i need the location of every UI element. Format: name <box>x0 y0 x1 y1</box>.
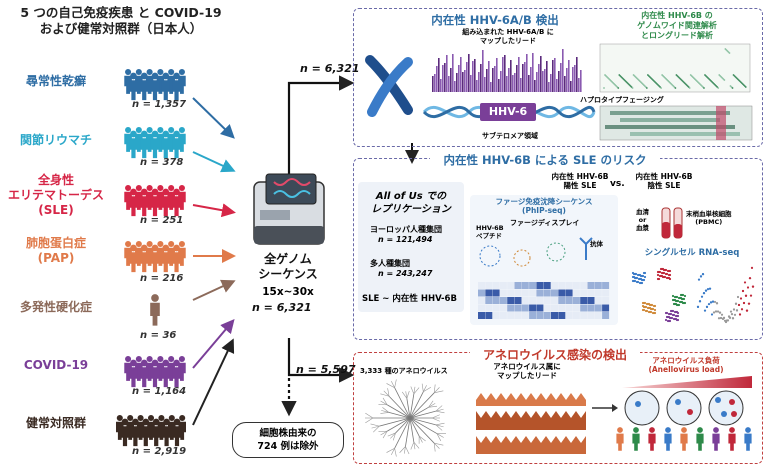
allofus-box <box>358 182 464 312</box>
allofus-title: All of Us での レプリケーション <box>371 191 451 215</box>
disease-label-healthy: 健常対照群 <box>25 416 86 430</box>
phip-title: ファージ免疫沈降シーケンス (PhIP-seq) <box>495 197 593 215</box>
volcano-plot <box>696 266 755 324</box>
flow-n-bottom: n = 5,597 <box>296 363 356 376</box>
sequencer-icon <box>253 173 325 245</box>
arrow-sle <box>192 203 236 218</box>
chromosome-icon <box>365 55 413 117</box>
panel2-title: 内在性 HHV-6B による SLE のリスク <box>430 152 660 168</box>
people-icon-psoriasis <box>124 68 186 101</box>
people-icon-pap <box>124 240 186 273</box>
arrow-covid <box>192 318 235 369</box>
phage-display-label: ファージディスプレイ <box>510 219 580 227</box>
pos-sle-label: 内在性 HHV-6B 陽性 SLE <box>551 172 609 190</box>
people-icon-healthy <box>116 414 186 447</box>
excluded-box: 細胞株由来の 724 例は除外 <box>232 422 344 458</box>
vs-label: vs. <box>610 179 625 189</box>
anello-reads-label: アネロウイルス属に マップしたリード <box>493 362 561 380</box>
arrow-psoriasis <box>192 97 235 139</box>
antibody-label: 抗体 <box>590 240 603 248</box>
person-icon-ms <box>150 294 160 326</box>
arrow-to-panel3 <box>287 338 355 383</box>
disease-label-ra: 関節リウマチ <box>19 133 92 147</box>
reads-plot <box>432 49 582 92</box>
n-psoriasis: n = 1,357 <box>132 99 187 110</box>
arrow-ms <box>192 279 236 301</box>
wgs-depth: 15x~30x <box>262 286 314 298</box>
n-healthy: n = 2,919 <box>132 446 187 457</box>
phylogenetic-tree <box>365 379 447 457</box>
wgs-n: n = 6,321 <box>252 301 312 314</box>
disease-label-covid: COVID-19 <box>23 358 89 372</box>
peptide-label: HHV-6B ペプチド <box>476 224 504 240</box>
panel1-reads-label: 組み込まれた HHV-6A/B に マップしたリード <box>462 28 554 45</box>
hhv6-box: HHV-6 <box>480 103 536 121</box>
people-icon-load <box>616 427 752 451</box>
panel-hhv6-detection <box>353 8 763 147</box>
blood-tubes <box>661 207 683 239</box>
multi-n: n = 243,247 <box>378 269 433 278</box>
n-ra: n = 378 <box>140 157 184 168</box>
arrow-healthy <box>192 338 235 426</box>
n-pap: n = 216 <box>140 273 184 284</box>
flow-n-top: n = 6,321 <box>300 62 360 75</box>
people-icon-covid <box>124 355 186 388</box>
cell-circles <box>592 390 744 426</box>
arrow-to-panel1 <box>287 75 355 178</box>
manhattan-plot <box>599 43 751 93</box>
disease-label-psoriasis: 尋常性乾癬 <box>25 74 86 88</box>
pbmc-label: 末梢血単核細胞 (PBMC) <box>686 210 732 226</box>
sle-hhv6-label: SLE ~ 内在性 HHV-6B <box>362 294 457 304</box>
n-ms: n = 36 <box>140 330 177 341</box>
phasing-label: ハプロタイプフェージング <box>580 96 664 104</box>
anello-count: 3,333 種のアネロウイルス <box>360 367 448 375</box>
disease-label-pap: 肺胞蛋白症 (PAP) <box>25 236 86 265</box>
phip-heatmap <box>478 282 610 319</box>
gwas-title: 内在性 HHV-6B の ゲノムワイド関連解析 とロングリード解析 <box>637 11 717 40</box>
load-label: アネロウイルス負荷 (Anellovirus load) <box>648 356 724 374</box>
wgs-title: 全ゲノム シーケンス <box>258 252 318 281</box>
n-covid: n = 1,164 <box>132 386 187 397</box>
disease-label-sle: 全身性 エリテマトーデス (SLE) <box>7 173 104 217</box>
longread-plot <box>599 105 753 141</box>
panel1-title: 内在性 HHV-6A/B 検出 <box>420 12 570 28</box>
coverage-plots <box>476 393 586 454</box>
panel3-title: アネロウイルス感染の検出 <box>470 346 640 363</box>
n-sle: n = 251 <box>140 215 184 226</box>
disease-label-ms: 多発性硬化症 <box>19 300 92 314</box>
arrow-ra <box>192 151 236 173</box>
scrna-title: シングルセル RNA-seq <box>644 248 740 258</box>
multi-label: 多人種集団 <box>370 259 410 268</box>
people-icon-ra <box>124 126 186 159</box>
neg-sle-label: 内在性 HHV-6B 陰性 SLE <box>635 172 693 190</box>
people-icon-sle <box>124 184 186 217</box>
phage-icons <box>479 237 593 267</box>
umap-plot <box>631 267 687 323</box>
title-line1: 5 つの自己免疫疾患 と COVID-19 <box>20 5 222 20</box>
eu-label: ヨーロッパ人種集団 <box>370 225 442 234</box>
figure-title: 5 つの自己免疫疾患 と COVID-19 および健常対照群（日本人） <box>6 5 236 37</box>
subtelomere-label: サブテロメア領域 <box>482 132 538 140</box>
eu-n: n = 121,494 <box>378 235 433 244</box>
load-gradient <box>622 376 752 388</box>
title-line2: および健常対照群（日本人） <box>39 21 203 36</box>
plasma-label: 血清 or 血漿 <box>636 208 649 232</box>
